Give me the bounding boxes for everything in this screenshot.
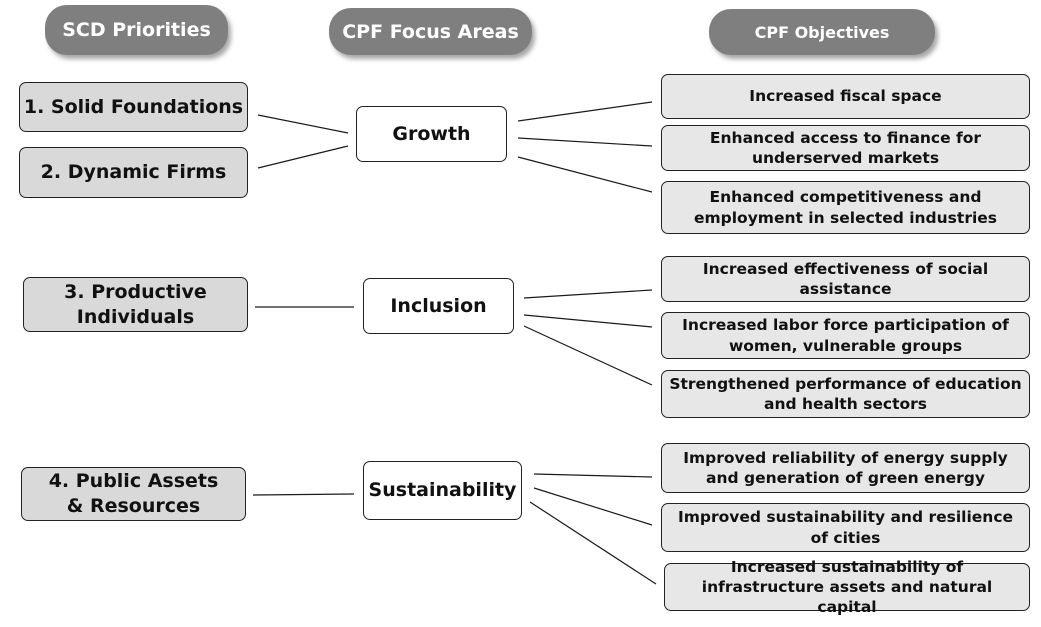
objective-social-assistance: Increased effectiveness of social assist… — [661, 256, 1030, 302]
scd-priority-productive-individuals: 3. Productive Individuals — [23, 277, 248, 332]
connector-line — [257, 145, 349, 169]
focus-area-growth: Growth — [356, 106, 507, 162]
connector-line — [533, 487, 653, 526]
connector-line — [523, 289, 653, 299]
objective-energy-supply: Improved reliability of energy supply an… — [661, 443, 1030, 493]
objective-infrastructure-capital: Increased sustainability of infrastructu… — [664, 558, 1030, 616]
connector-line — [523, 314, 653, 328]
connector-line — [517, 156, 653, 193]
header-cpf-focus-areas: CPF Focus Areas — [329, 8, 532, 55]
objective-fiscal-space: Increased fiscal space — [661, 74, 1030, 119]
focus-area-sustainability: Sustainability — [363, 461, 522, 520]
connector-line — [533, 473, 653, 478]
header-scd-priorities: SCD Priorities — [45, 5, 228, 55]
connector-line — [517, 137, 653, 147]
connector-line — [517, 101, 653, 122]
objective-cities-resilience: Improved sustainability and resilience o… — [661, 503, 1030, 552]
connector-line — [252, 493, 355, 496]
objective-access-to-finance: Enhanced access to finance for underserv… — [661, 125, 1030, 171]
objective-education-health: Strengthened performance of education an… — [661, 370, 1030, 418]
header-cpf-objectives: CPF Objectives — [709, 9, 935, 55]
objective-competitiveness: Enhanced competitiveness and employment … — [661, 181, 1030, 234]
connector-line — [257, 114, 349, 134]
connector-line — [529, 501, 657, 585]
focus-area-inclusion: Inclusion — [363, 278, 514, 334]
objective-labor-force: Increased labor force participation of w… — [661, 312, 1030, 359]
connector-line — [523, 325, 653, 386]
scd-priority-dynamic-firms: 2. Dynamic Firms — [19, 147, 248, 198]
scd-priority-public-assets: 4. Public Assets & Resources — [21, 467, 246, 521]
scd-priority-solid-foundations: 1. Solid Foundations — [19, 82, 248, 132]
